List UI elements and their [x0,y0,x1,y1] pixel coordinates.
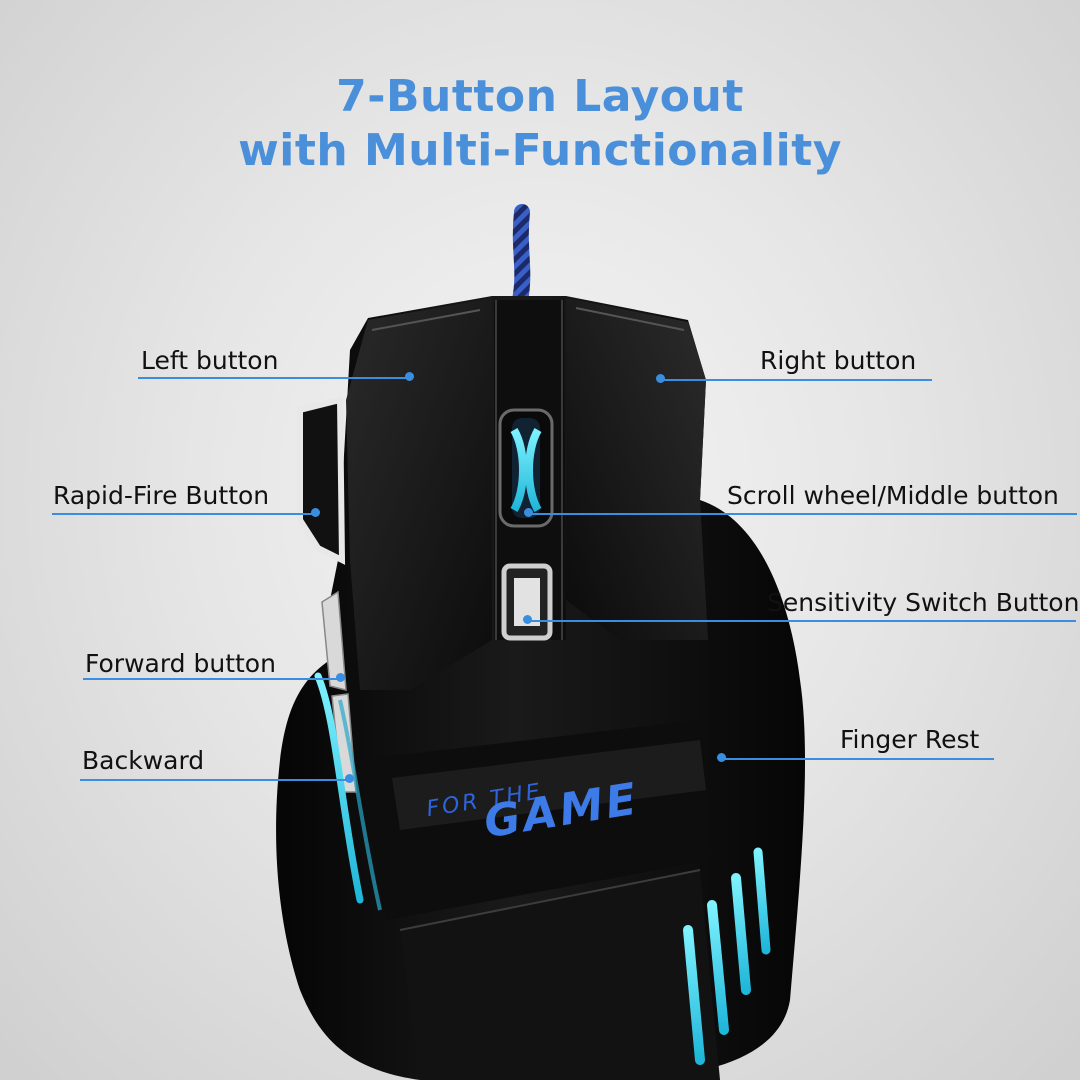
callout-left-button-line [138,377,410,379]
callout-forward: Forward button [85,649,276,678]
callout-rapid-fire: Rapid-Fire Button [53,481,270,510]
callout-finger-rest: Finger Rest [840,725,980,754]
side-buttons [321,590,357,793]
sensitivity-switch-button [501,563,553,641]
callout-right-button: Right button [760,346,917,375]
led-strip-right [683,847,771,1065]
callout-scroll-wheel-line [528,513,1077,515]
led-strip-left [314,672,382,911]
callout-sensitivity-line [528,620,1076,622]
callout-scroll-wheel-dot [524,508,533,517]
callout-finger-rest-line [722,758,994,760]
callout-rapid-fire-line [52,513,316,515]
right-button-shell [566,298,708,640]
callout-backward: Backward [82,746,205,775]
callout-sensitivity: Sensitivity Switch Button [767,588,1080,617]
scroll-wheel [498,408,554,528]
callout-backward-line [80,779,350,781]
callout-finger-rest-dot [717,753,726,762]
callout-rapid-fire-dot [311,508,320,517]
callout-right-button-dot [656,374,665,383]
callout-forward-line [83,678,341,680]
page-title-line-2: with Multi-Functionality [238,125,842,176]
callout-left-button-dot [405,372,414,381]
page-title-line-1: 7-Button Layout [336,71,744,122]
left-button-shell [346,298,492,690]
callout-sensitivity-dot [523,615,532,624]
callout-right-button-line [660,379,932,381]
callout-scroll-wheel: Scroll wheel/Middle button [727,481,1059,510]
callout-forward-dot [336,673,345,682]
callout-left-button: Left button [141,346,279,375]
rapid-fire-button [297,396,346,565]
callout-backward-dot [345,774,354,783]
